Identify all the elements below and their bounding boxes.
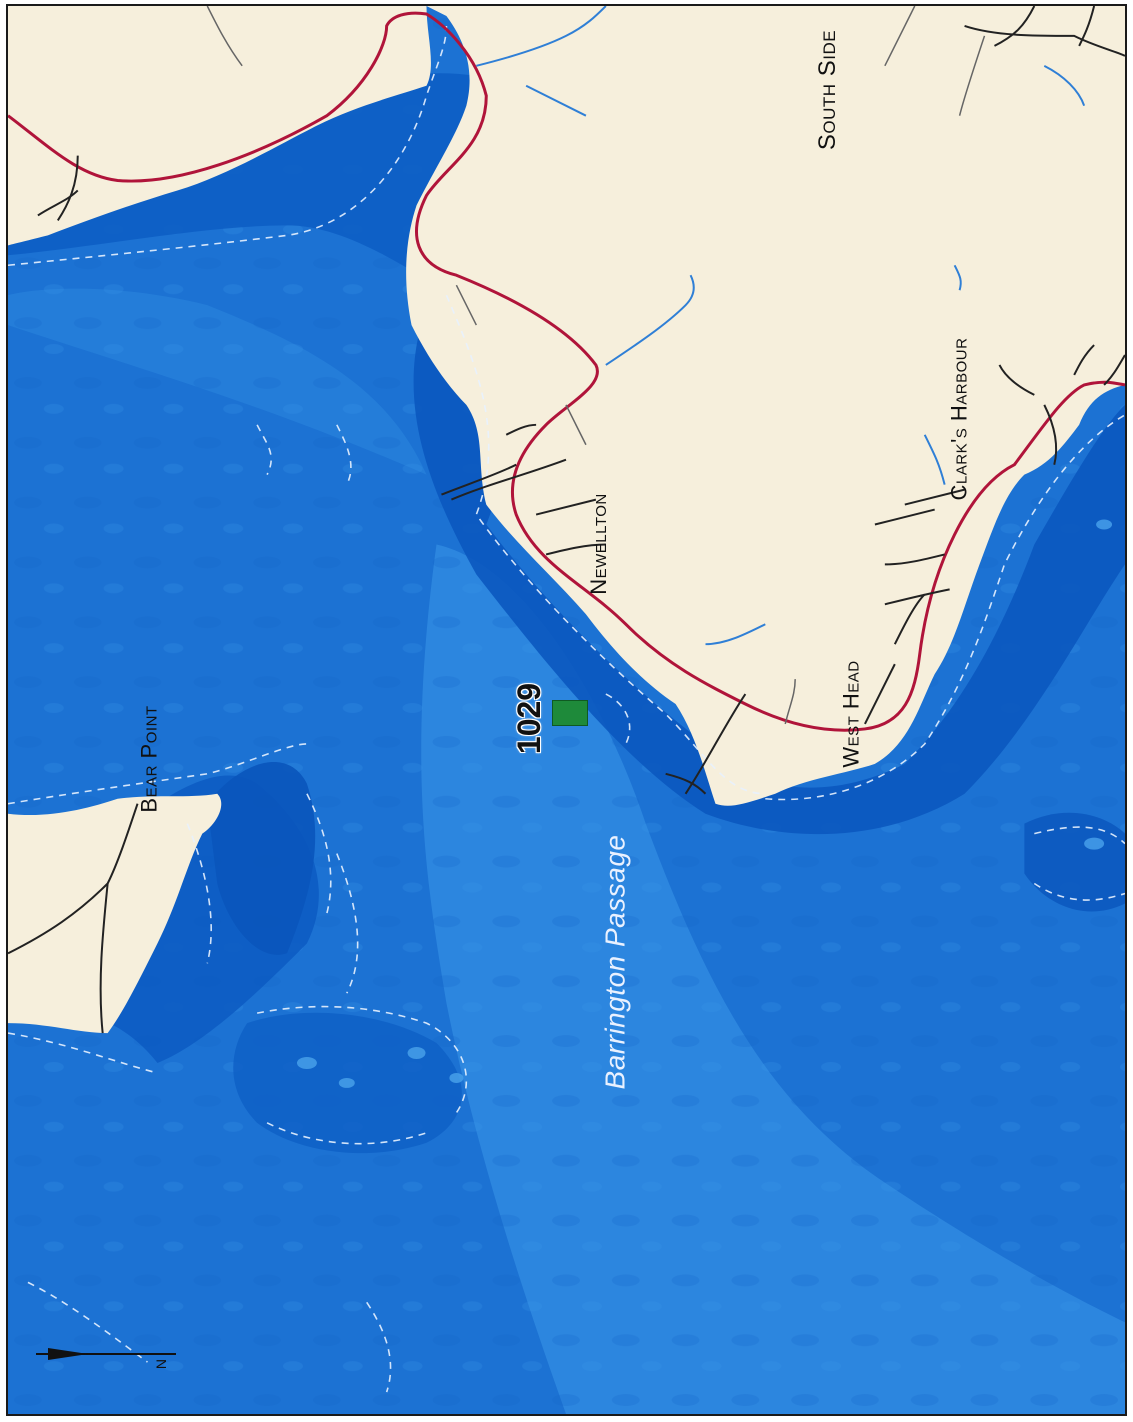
shallows-southeast xyxy=(1024,812,1125,912)
map-frame[interactable]: South Side Newellton Clark's Harbour Wes… xyxy=(6,4,1127,1416)
secondary-roads xyxy=(206,6,986,725)
land-northwest xyxy=(8,6,431,246)
islets xyxy=(296,519,1113,1088)
main-road xyxy=(8,11,1125,732)
depth-contours xyxy=(8,25,1125,1393)
label-barrington-passage: Barrington Passage xyxy=(599,834,631,1090)
land-bear-point xyxy=(8,793,222,1034)
land-east-mainland xyxy=(406,6,1125,806)
north-arrow-icon xyxy=(28,1342,188,1372)
label-bear-point: Bear Point xyxy=(136,705,162,813)
label-newellton: Newellton xyxy=(585,493,611,595)
site-marker[interactable] xyxy=(552,700,588,726)
shallows-east-coast xyxy=(413,285,1125,835)
minor-roads xyxy=(8,6,1125,1034)
streams xyxy=(476,6,1086,646)
north-letter: N xyxy=(153,1358,170,1370)
shallows-bear-point-bay xyxy=(207,762,316,955)
site-number-label: 1029 xyxy=(511,682,548,755)
shallows-northwest xyxy=(8,73,487,286)
label-south-side: South Side xyxy=(814,29,842,151)
label-clarks-harbour: Clark's Harbour xyxy=(946,337,972,501)
label-west-head: West Head xyxy=(838,660,864,768)
